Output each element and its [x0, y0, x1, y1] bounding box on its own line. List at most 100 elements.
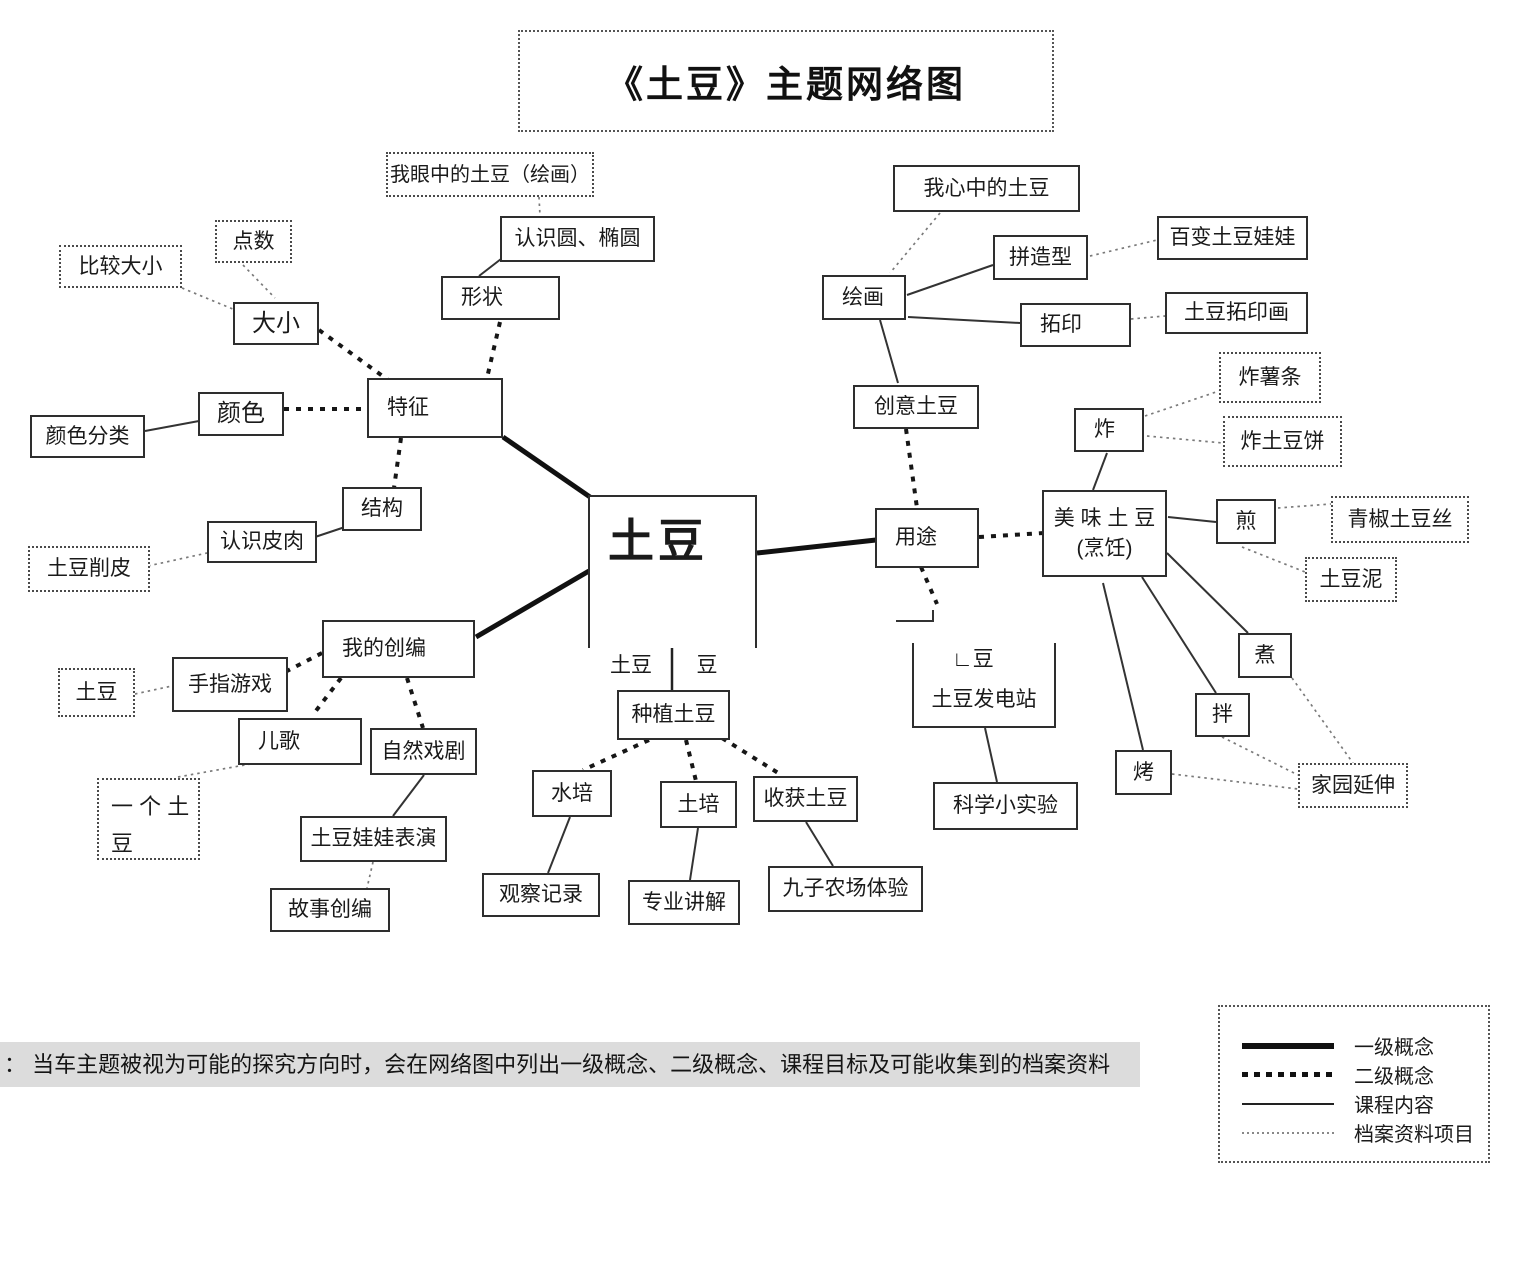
- node-lecture: 专业讲解: [628, 880, 740, 925]
- node-soil: 土培: [660, 781, 737, 828]
- edge-archive: [889, 212, 941, 274]
- node-power: 土豆发电站: [912, 643, 1056, 728]
- edge-secondary: [582, 738, 650, 772]
- course-line-sample: [1242, 1102, 1334, 1105]
- edge-secondary: [720, 736, 785, 778]
- node-farm: 九子农场体验: [768, 866, 923, 912]
- node-peel: 土豆削皮: [28, 546, 150, 592]
- node-count: 点数: [215, 220, 292, 263]
- footnote: ： 当车主题被视为可能的探究方向时，会在网络图中列出一级概念、二级概念、课程目标…: [0, 1042, 1140, 1087]
- node-fries: 炸薯条: [1219, 352, 1321, 403]
- edge-secondary: [485, 321, 502, 379]
- edge-course: [1141, 576, 1217, 694]
- secondary-line-sample: [1242, 1072, 1334, 1077]
- edge-archive: [1089, 239, 1158, 257]
- node-build: 拼造型: [993, 235, 1088, 280]
- node-water: 水培: [532, 770, 612, 817]
- page-title: 《土豆》主题网络图: [606, 64, 966, 105]
- node-shape: 形状: [441, 276, 560, 320]
- node-dollshow: 土豆娃娃表演: [300, 816, 447, 862]
- node-rhyme: 儿歌: [238, 718, 362, 765]
- edge-secondary: [310, 676, 343, 718]
- legend-label: 二级概念: [1354, 1066, 1434, 1088]
- edge-secondary: [684, 739, 698, 782]
- edge-course: [392, 774, 425, 817]
- legend-row-primary: 一级概念: [1242, 1031, 1488, 1060]
- edge-course: [1102, 582, 1144, 751]
- node-doll100: 百变土豆娃娃: [1157, 216, 1308, 260]
- node-color: 颜色: [198, 392, 284, 436]
- edge-course: [314, 526, 346, 538]
- node-size: 大小: [233, 302, 319, 345]
- legend-label: 档案资料项目: [1354, 1124, 1474, 1146]
- node-drama: 自然戏剧: [370, 728, 477, 775]
- legend-label: 一级概念: [1354, 1037, 1434, 1059]
- edge-primary: [474, 568, 591, 640]
- node-rem-tudou: 土豆: [610, 654, 652, 678]
- edge-archive: [242, 264, 276, 299]
- node-observe: 观察记录: [482, 873, 600, 917]
- node-frycake: 炸土豆饼: [1223, 416, 1342, 467]
- node-tasty: 美 味 土 豆 (烹饪): [1042, 490, 1167, 577]
- edge-course: [906, 264, 994, 296]
- node-home: 家园延伸: [1298, 763, 1408, 808]
- edge-course: [984, 727, 998, 783]
- edge-archive: [134, 685, 173, 695]
- edge-course: [689, 827, 699, 881]
- edge-archive: [1241, 546, 1306, 573]
- node-fry: 炸: [1074, 408, 1144, 452]
- node-rem-dou: 豆: [696, 654, 718, 678]
- node-bake: 烤: [1115, 750, 1172, 795]
- edge-remnant: [896, 610, 934, 622]
- edge-primary: [501, 434, 592, 500]
- edge-secondary: [392, 437, 403, 489]
- node-pan: 煎: [1216, 499, 1276, 544]
- edge-course: [879, 319, 899, 384]
- edge-archive: [1146, 435, 1224, 444]
- edge-secondary: [978, 531, 1045, 539]
- node-plant: 种植土豆: [617, 690, 730, 740]
- node-potato: 土豆: [588, 495, 757, 648]
- edge-course: [805, 821, 834, 867]
- node-mash: 土豆泥: [1305, 557, 1397, 602]
- node-potato2: 土豆: [58, 668, 135, 717]
- edge-archive: [181, 287, 241, 313]
- node-rub: 拓印: [1020, 303, 1131, 347]
- node-boil: 煮: [1238, 633, 1292, 678]
- legend-label: 课程内容: [1354, 1095, 1434, 1117]
- edge-secondary: [317, 328, 390, 382]
- node-harvest: 收获土豆: [753, 776, 858, 822]
- edge-archive: [366, 861, 374, 889]
- node-eye: 我眼中的土豆（绘画）: [386, 152, 594, 197]
- node-mix: 拌: [1195, 693, 1250, 737]
- node-heart: 我心中的土豆: [893, 165, 1080, 212]
- node-feature: 特征: [367, 378, 503, 438]
- node-skin: 认识皮肉: [207, 521, 317, 563]
- node-circle: 认识圆、椭圆: [500, 216, 655, 262]
- legend: 一级概念 二级概念 课程内容 档案资料项目: [1218, 1005, 1490, 1163]
- legend-row-archive: 档案资料项目: [1242, 1118, 1488, 1147]
- edge-archive: [1144, 390, 1220, 417]
- edge-course: [907, 316, 1021, 324]
- node-pepper: 青椒土豆丝: [1331, 496, 1469, 543]
- edge-course: [1166, 552, 1249, 634]
- edge-archive: [1277, 503, 1332, 509]
- node-struct: 结构: [342, 487, 422, 531]
- node-creative: 创意土豆: [853, 385, 979, 429]
- edge-course: [144, 420, 200, 432]
- edge-archive: [147, 552, 208, 567]
- node-finger: 手指游戏: [172, 657, 288, 712]
- node-onepotato: 一 个 土 豆: [97, 778, 200, 860]
- node-compare: 比较大小: [59, 245, 182, 288]
- node-rem-ldou: ∟豆: [952, 648, 994, 672]
- edge-course: [547, 816, 571, 874]
- edge-archive: [1291, 677, 1354, 764]
- edge-course: [478, 258, 502, 277]
- node-rubpic: 土豆拓印画: [1165, 292, 1308, 334]
- title-box: 《土豆》主题网络图: [518, 30, 1054, 132]
- edge-course: [1167, 516, 1217, 523]
- edge-secondary: [919, 566, 939, 605]
- edge-archive: [1130, 315, 1166, 320]
